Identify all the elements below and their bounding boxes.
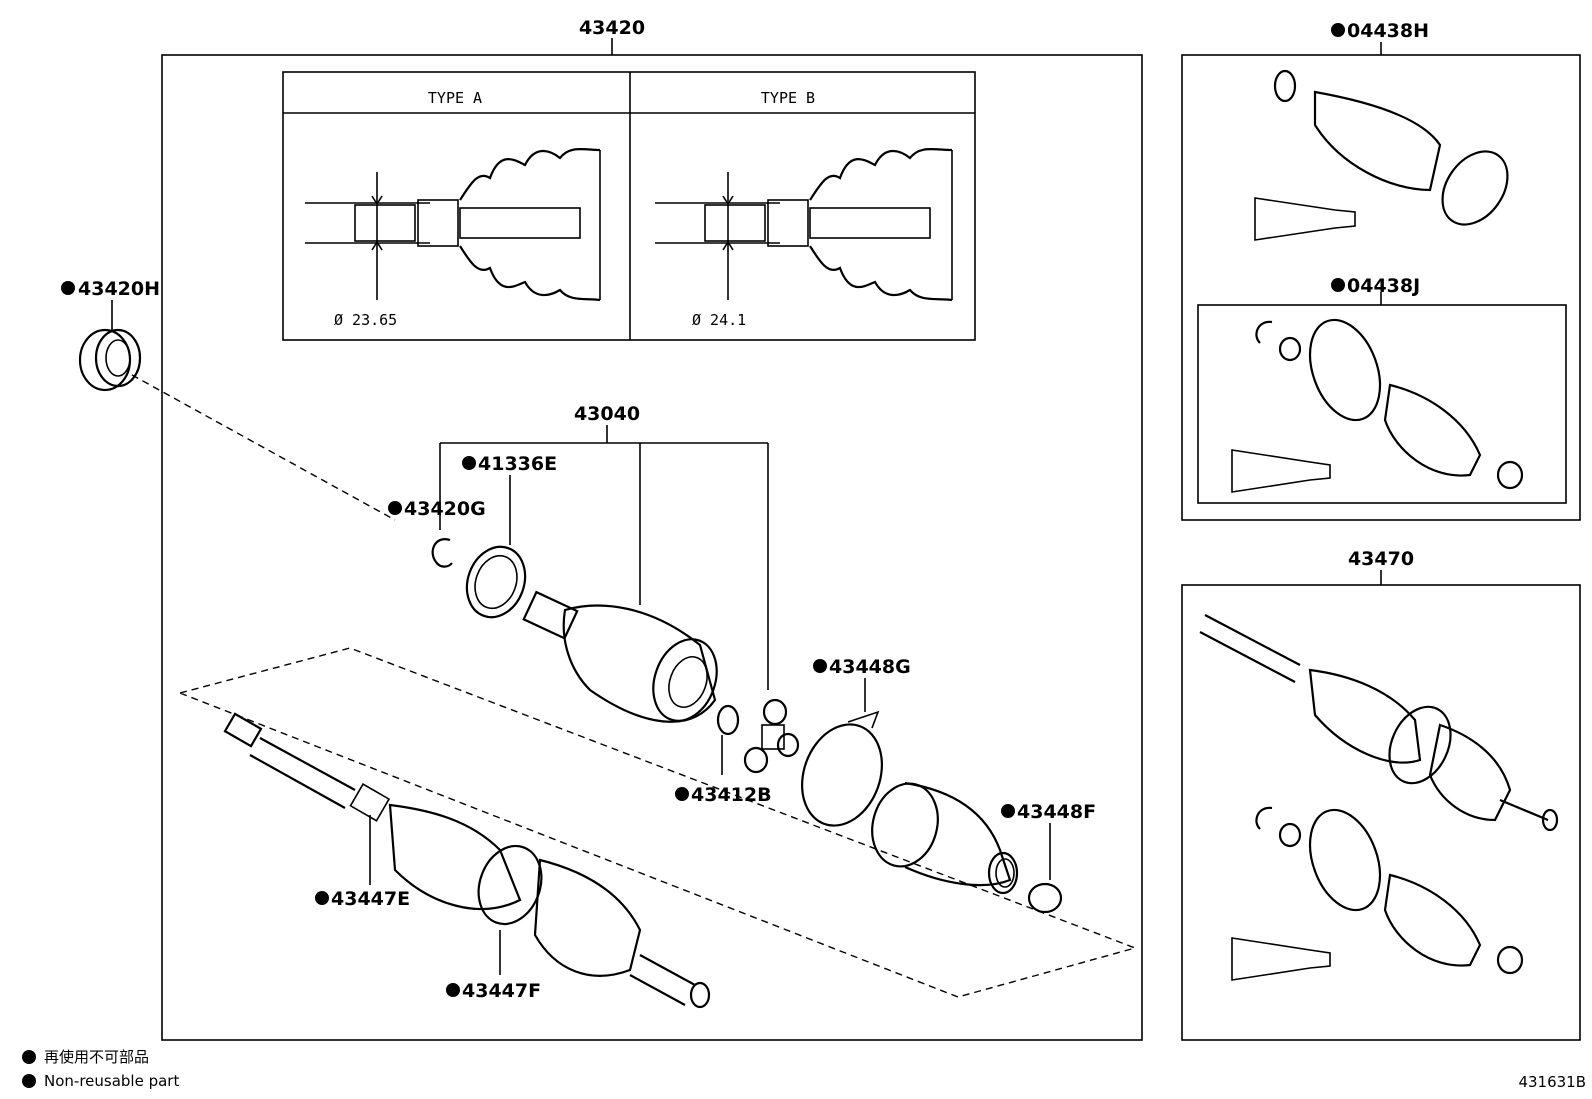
assembly-label: 43420 bbox=[579, 17, 645, 39]
part-label-43447F: 43447F bbox=[462, 980, 541, 1002]
part-43448G[interactable]: 43448G bbox=[789, 656, 911, 837]
type-b-dimension: Ø 24.1 bbox=[692, 311, 746, 329]
legend-english: Non-reusable part bbox=[22, 1072, 179, 1090]
type-a-dimension: Ø 23.65 bbox=[334, 311, 397, 329]
part-label-41336E: 41336E bbox=[478, 453, 557, 475]
part-43447F[interactable]: 43447F bbox=[446, 930, 541, 1002]
part-43447E[interactable]: 43447E bbox=[315, 815, 410, 910]
non-reusable-marker bbox=[446, 983, 460, 997]
inner-boot[interactable] bbox=[863, 776, 1019, 895]
part-41336E[interactable]: 41336E bbox=[457, 453, 557, 625]
boot-kit-j-label: 04438J bbox=[1347, 275, 1420, 297]
non-reusable-marker bbox=[1331, 278, 1345, 292]
non-reusable-dot-icon bbox=[22, 1049, 36, 1064]
part-label-43447E: 43447E bbox=[331, 888, 410, 910]
part-43412B[interactable]: 43412B bbox=[675, 704, 772, 806]
main-assembly-frame: 43420 bbox=[161, 17, 1143, 1041]
non-reusable-marker bbox=[1331, 23, 1345, 37]
subassembly-dashed-outline bbox=[177, 647, 1138, 998]
detail-panel: TYPE A TYPE B Ø 23.65 bbox=[282, 71, 976, 341]
part-label-43448F: 43448F bbox=[1017, 801, 1096, 823]
legend-japanese: 再使用不可部品 bbox=[22, 1046, 149, 1067]
part-43448F[interactable]: 43448F bbox=[1001, 801, 1096, 914]
leader-dashed bbox=[131, 374, 396, 521]
non-reusable-marker bbox=[315, 891, 329, 905]
non-reusable-marker bbox=[388, 501, 402, 515]
non-reusable-marker bbox=[462, 456, 476, 470]
part-label-43448G: 43448G bbox=[829, 656, 911, 678]
type-b-title: TYPE B bbox=[761, 89, 815, 107]
type-b-boot-drawing: Ø 24.1 bbox=[655, 148, 953, 329]
non-reusable-marker bbox=[813, 659, 827, 673]
part-label-43420H: 43420H bbox=[78, 278, 160, 300]
legend-english-text: Non-reusable part bbox=[44, 1072, 180, 1090]
part-label-43420G: 43420G bbox=[404, 498, 486, 520]
part-43420G[interactable]: 43420G bbox=[388, 498, 486, 568]
non-reusable-marker bbox=[1001, 804, 1015, 818]
joint-kit-bracket: 43040 bbox=[439, 403, 769, 690]
legend-japanese-text: 再使用不可部品 bbox=[44, 1048, 150, 1066]
boot-kit-h-panel[interactable]: 04438H 04438J bbox=[1181, 20, 1581, 521]
document-id: 431631B bbox=[1518, 1073, 1586, 1091]
type-a-title: TYPE A bbox=[428, 89, 482, 107]
part-43420H[interactable]: 43420H bbox=[61, 278, 160, 392]
type-a-boot-drawing: Ø 23.65 bbox=[305, 148, 601, 329]
outer-joint-housing[interactable] bbox=[522, 590, 728, 730]
part-label-43412B: 43412B bbox=[691, 784, 772, 806]
non-reusable-marker bbox=[61, 281, 75, 295]
non-reusable-marker bbox=[675, 787, 689, 801]
drive-shaft[interactable] bbox=[223, 712, 711, 1009]
shaft-assembly-panel[interactable]: 43470 bbox=[1181, 548, 1581, 1041]
shaft-assembly-label: 43470 bbox=[1348, 548, 1414, 570]
boot-kit-h-label: 04438H bbox=[1347, 20, 1429, 42]
tripod-spider[interactable] bbox=[743, 698, 800, 774]
non-reusable-dot-icon bbox=[22, 1074, 36, 1088]
joint-kit-label: 43040 bbox=[574, 403, 640, 425]
